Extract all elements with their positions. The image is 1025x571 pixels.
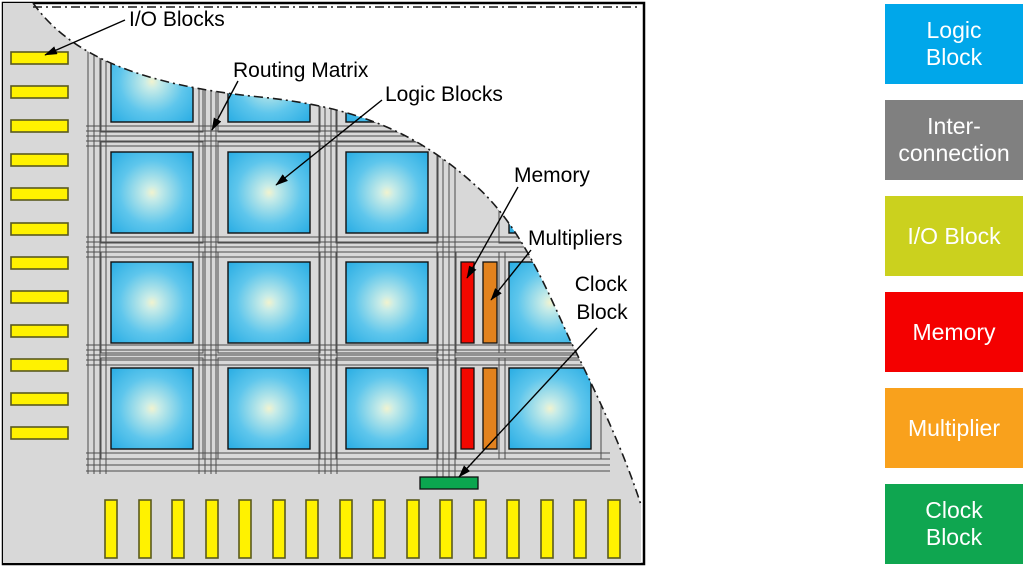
clock-block-arrow xyxy=(458,327,598,478)
multipliers-label: Multipliers xyxy=(528,227,623,250)
routing-tile-box xyxy=(335,141,439,244)
io-block-bottom xyxy=(540,499,554,559)
routing-tile-box xyxy=(217,357,321,460)
io-block-bottom xyxy=(573,499,587,559)
routing-tile-box xyxy=(100,251,204,354)
io-block-left xyxy=(10,51,69,65)
logic-block xyxy=(110,261,194,344)
routing-tile-box xyxy=(498,357,602,460)
routing-matrix-label: Routing Matrix xyxy=(233,59,369,82)
logic-block xyxy=(110,151,194,234)
legend-item-multiplier: Multiplier xyxy=(885,388,1023,468)
routing-tile-box xyxy=(455,251,506,354)
io-block-left xyxy=(10,256,69,270)
logic-blocks-label: Logic Blocks xyxy=(385,83,503,106)
legend-item-memory: Memory xyxy=(885,292,1023,372)
io-block-bottom xyxy=(473,499,487,559)
io-block-bottom xyxy=(506,499,520,559)
io-block-bottom xyxy=(238,499,252,559)
routing-tile-box xyxy=(217,141,321,244)
die-cut-curve xyxy=(32,2,642,506)
io-block-bottom xyxy=(171,499,185,559)
routing-matrix-arrow xyxy=(211,80,239,131)
logic-block xyxy=(110,367,194,450)
io-block-left xyxy=(10,119,69,133)
memory-block xyxy=(460,367,475,450)
legend-item-io-block: I/O Block xyxy=(885,196,1023,276)
io-blocks-arrow xyxy=(44,19,126,56)
io-block-bottom xyxy=(205,499,219,559)
logic-block xyxy=(345,151,429,234)
clock-block xyxy=(419,476,479,490)
multiplier-block xyxy=(482,367,498,450)
routing-tile-box xyxy=(217,251,321,354)
multipliers-arrow xyxy=(490,249,532,301)
io-block-left xyxy=(10,153,69,167)
memory-block xyxy=(460,261,475,344)
io-block-bottom xyxy=(339,499,353,559)
routing-tile-box xyxy=(100,141,204,244)
logic-block xyxy=(227,261,311,344)
io-block-left xyxy=(10,426,69,440)
io-block-bottom xyxy=(138,499,152,559)
multiplier-block xyxy=(482,261,498,344)
logic-block xyxy=(345,261,429,344)
logic-block xyxy=(227,151,311,234)
legend-item-interconnection: Inter- connection xyxy=(885,100,1023,180)
clock-block-label-line1: Clock xyxy=(575,273,628,296)
memory-arrow xyxy=(466,186,519,279)
io-block-left xyxy=(10,290,69,304)
io-block-bottom xyxy=(406,499,420,559)
fpga-die-diagram: I/O Blocks Routing Matrix Logic Blocks M… xyxy=(1,1,646,566)
routing-tile-box xyxy=(335,357,439,460)
logic-blocks-arrow xyxy=(275,99,383,186)
legend-item-clock-block: Clock Block xyxy=(885,484,1023,564)
io-block-left xyxy=(10,85,69,99)
io-block-left xyxy=(10,392,69,406)
io-block-left xyxy=(10,358,69,372)
logic-block xyxy=(345,367,429,450)
routing-tile-box xyxy=(335,251,439,354)
legend-item-logic-block: Logic Block xyxy=(885,4,1023,84)
routing-tile-box xyxy=(100,357,204,460)
memory-label: Memory xyxy=(514,164,590,187)
io-block-bottom xyxy=(607,499,621,559)
io-block-bottom xyxy=(372,499,386,559)
io-block-left xyxy=(10,222,69,236)
io-block-left xyxy=(10,187,69,201)
io-block-left xyxy=(10,324,69,338)
clock-block-label-line2: Block xyxy=(576,301,628,324)
io-block-bottom xyxy=(104,499,118,559)
logic-block xyxy=(508,367,592,450)
io-block-bottom xyxy=(305,499,319,559)
io-block-bottom xyxy=(439,499,453,559)
routing-tile-box xyxy=(455,357,506,460)
io-block-bottom xyxy=(272,499,286,559)
io-blocks-label: I/O Blocks xyxy=(129,8,225,31)
logic-block xyxy=(227,367,311,450)
